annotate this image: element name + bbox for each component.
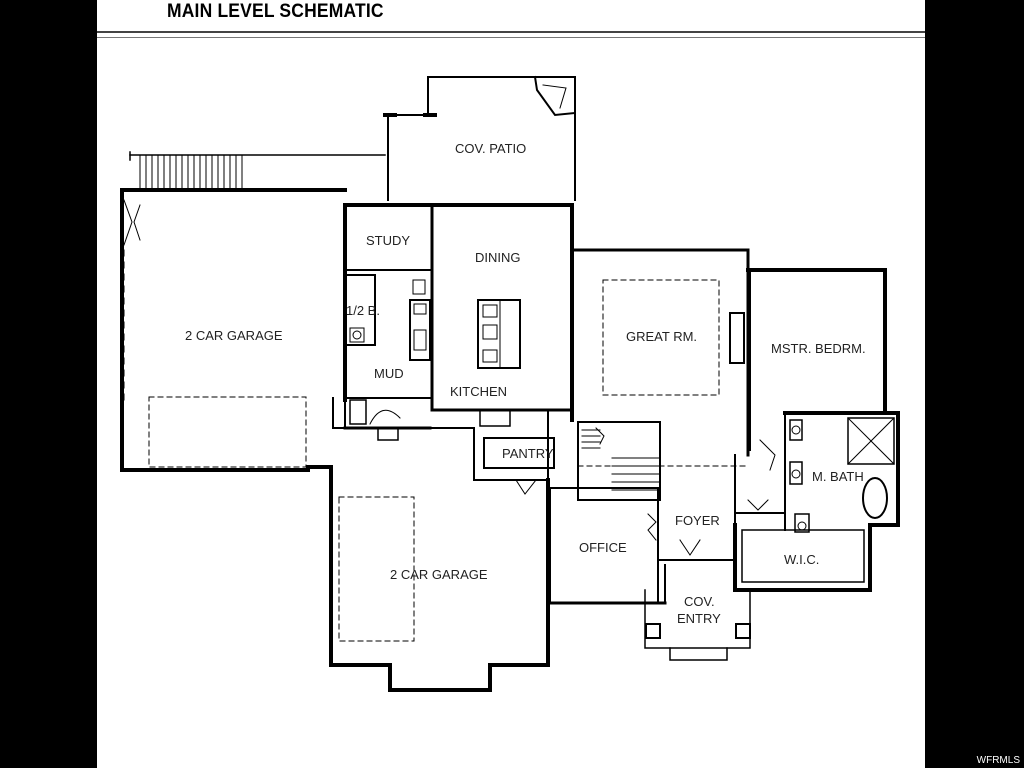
garage-swing-door-2: [133, 204, 141, 241]
wall-great-room: [570, 248, 750, 457]
wall-cov-entry: [644, 589, 751, 649]
label-cov-entry-2: ENTRY: [677, 611, 721, 626]
title-rule: [97, 31, 925, 33]
label-kitchen: KITCHEN: [450, 384, 507, 399]
patio-fireplace: [533, 75, 576, 117]
wall-lower-garage: [329, 465, 550, 692]
bathtub: [862, 477, 888, 519]
half-bath: [344, 274, 376, 346]
label-master-bedroom: MSTR. BEDRM.: [771, 341, 866, 356]
wall-cov-patio: [387, 76, 576, 201]
shower: [847, 417, 895, 465]
great-room-ceiling: [602, 279, 720, 396]
wall-master-bath: [783, 411, 900, 527]
label-great-room: GREAT RM.: [626, 329, 697, 344]
label-garage-lower: 2 CAR GARAGE: [390, 567, 488, 582]
stairs: [577, 421, 661, 501]
title-rule-thin: [97, 37, 925, 38]
label-cov-patio: COV. PATIO: [455, 141, 526, 156]
label-master-bath: M. BATH: [812, 469, 864, 484]
plan-sheet: [97, 0, 925, 768]
label-garage-upper: 2 CAR GARAGE: [185, 328, 283, 343]
label-study: STUDY: [366, 233, 410, 248]
page-title: MAIN LEVEL SCHEMATIC: [167, 1, 384, 22]
label-mud: MUD: [374, 366, 404, 381]
watermark: WFRMLS: [976, 755, 1020, 766]
label-dining: DINING: [475, 250, 521, 265]
kitchen-range: [409, 299, 431, 361]
kitchen-island: [477, 299, 521, 369]
label-cov-entry-1: COV.: [684, 594, 715, 609]
wall-wic: [733, 523, 872, 592]
garage-door-lower: [338, 496, 415, 642]
label-half-bath: 1/2 B.: [346, 303, 380, 318]
label-office: OFFICE: [579, 540, 627, 555]
garage-swing-door: [123, 199, 133, 246]
label-pantry: PANTRY: [502, 446, 554, 461]
garage-door-upper: [148, 396, 307, 468]
label-foyer: FOYER: [675, 513, 720, 528]
wall-upper-garage: [120, 188, 347, 472]
fireplace: [729, 312, 745, 364]
label-wic: W.I.C.: [784, 552, 819, 567]
pantry-room: [483, 437, 555, 469]
